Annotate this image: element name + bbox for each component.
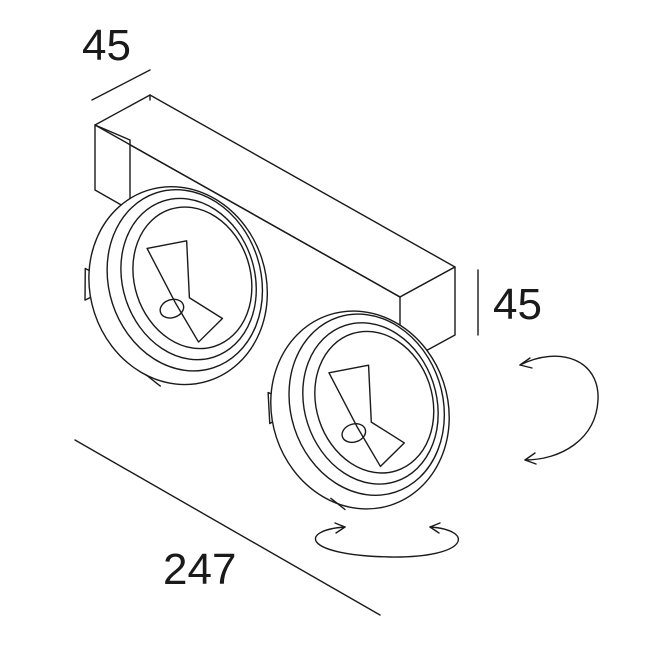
depth-dimension-line: [91, 69, 151, 101]
lamp-ring-left: [84, 186, 269, 387]
length-dimension-line: [74, 439, 381, 616]
height-dimension-label: 45: [493, 280, 542, 329]
tilt-rotation-arrow-icon: [519, 355, 599, 465]
depth-dimension-label: 45: [82, 21, 131, 70]
pan-rotation-arrow-icon: [314, 522, 460, 558]
lamp-ring-right: [267, 310, 450, 511]
length-dimension-label: 247: [163, 545, 237, 594]
